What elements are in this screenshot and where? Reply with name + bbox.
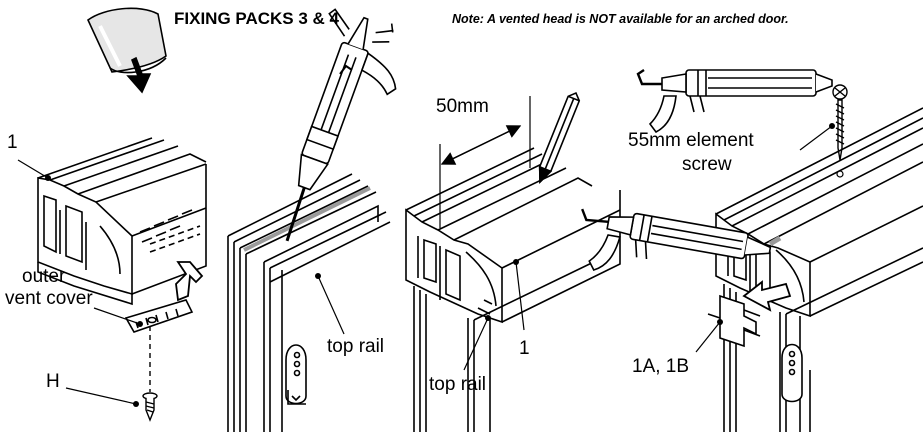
leader-part-1-left: [17, 159, 49, 179]
screw-icon: [142, 392, 158, 422]
label-part-1-left: 1: [7, 132, 18, 153]
frame-corner-panel-2: [227, 173, 391, 432]
leader-outer-vent-cover: [93, 307, 141, 325]
fixing-pack-bag-icon: [87, 7, 167, 94]
dimension-line-50mm-reverse: [440, 125, 521, 165]
leader-top-rail-panel-3: [463, 317, 489, 371]
head-profile-panel-1: [37, 137, 207, 306]
sealant-gun-icon-top: [636, 69, 833, 134]
label-element-screw-line2: screw: [682, 154, 732, 175]
leader-part-1-panel-3: [515, 261, 525, 331]
label-part-1-panel-3: 1: [519, 338, 530, 359]
label-top-rail-panel-3: top rail: [429, 374, 487, 395]
label-element-screw-line1: 55mm element: [628, 130, 754, 151]
sealant-bead: [243, 186, 371, 252]
label-top-rail-panel-2: top rail: [327, 336, 385, 357]
label-outer-vent-cover-line2: vent cover: [5, 288, 93, 309]
insert-direction-arrow: [742, 280, 792, 312]
label-dimension-50mm: 50mm: [436, 96, 489, 117]
fit-direction-arrow: [175, 261, 204, 302]
outer-vent-cover: [124, 299, 194, 333]
sealant-bead-panel-4: [768, 235, 782, 247]
sealant-gun-icon: [285, 8, 397, 242]
sealant-gun-icon-lower: [581, 208, 772, 271]
leader-parts-1a-1b: [695, 321, 721, 353]
pencil-icon: [538, 91, 581, 184]
leader-screw-h: [65, 387, 137, 405]
leader-element-screw: [799, 125, 833, 151]
label-screw-h: H: [46, 371, 60, 392]
label-outer-vent-cover-line1: outer: [22, 266, 66, 287]
arched-door-note: Note: A vented head is NOT available for…: [452, 12, 789, 26]
sealant-gun-rod-hook: [339, 64, 353, 75]
head-profile-panel-4: [715, 107, 923, 432]
diagram-title: FIXING PACKS 3 & 4: [174, 9, 339, 28]
element-screw-icon: [832, 84, 848, 161]
leader-top-rail-panel-2: [317, 275, 345, 335]
head-profile-panel-3: [405, 147, 621, 432]
label-parts-1a-1b: 1A, 1B: [632, 356, 690, 377]
end-cap-1a-1b: [707, 294, 761, 348]
